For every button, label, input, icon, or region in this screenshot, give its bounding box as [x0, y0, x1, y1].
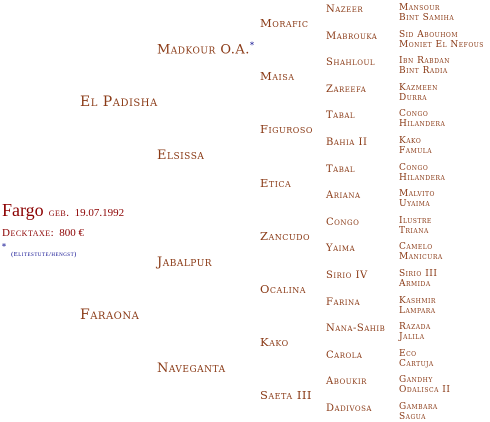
gen5-dam-name: Hilandera — [399, 173, 446, 183]
gen5-sire-name: Sirio III — [399, 269, 438, 279]
gen3-horse-name: Saeta III — [260, 388, 312, 402]
gen5-dam-name: Jalila — [399, 332, 425, 342]
gen4-horse-name: Shahloul — [326, 57, 376, 68]
fee-value: 800 € — [59, 227, 85, 239]
gen2-horse-name: Elsissa — [157, 148, 205, 163]
gen4-horse-name: Yaima — [326, 243, 356, 254]
gen3-horse-name: Maisa — [260, 69, 295, 83]
gen5-dam-name: Bint Samiha — [399, 13, 455, 23]
gen4-horse-name: Ariana — [326, 190, 361, 201]
gen4-horse-name: Bahia II — [326, 137, 368, 148]
gen5-sire-name: Malvito — [399, 189, 435, 199]
subject-title-line: Fargo geb. 19.07.1992 — [2, 200, 124, 221]
elite-note-text: (Elitestute/hengst) — [11, 251, 77, 258]
gen5-sire-name: Mansour — [399, 3, 440, 13]
gen5-sire-name: Gambara — [399, 402, 438, 412]
gen5-sire-name: Ilustre — [399, 216, 432, 226]
gen4-horse-name: Tabal — [326, 164, 356, 175]
gen5-sire-name: Congo — [399, 163, 429, 173]
gen5-dam-name: Cartuja — [399, 359, 434, 369]
gen5-sire-name: Camelo — [399, 242, 433, 252]
gen5-dam-name: Bint Radia — [399, 66, 448, 76]
gen5-sire-name: Sid Abouhom — [399, 30, 458, 40]
gen5-sire-name: Kashmir — [399, 296, 436, 306]
fee-line: Decktaxe: 800 € — [2, 221, 124, 240]
gen5-dam-name: Lampara — [399, 306, 436, 316]
gen2-horse-name: Naveganta — [157, 361, 226, 376]
gen4-horse-name: Carola — [326, 350, 363, 361]
gen1-horse-name: Faraona — [80, 307, 140, 323]
gen2-horse-name: Jabalpur — [157, 255, 213, 270]
gen5-dam-name: Famula — [399, 146, 433, 156]
gen5-dam-name: Moniet El Nefous — [399, 40, 484, 50]
gen1-horse-name: El Padisha — [80, 94, 158, 110]
gen5-sire-name: Razada — [399, 322, 431, 332]
elite-note-star: * — [2, 242, 6, 252]
gen4-horse-name: Mabrouka — [326, 31, 378, 42]
gen4-horse-name: Congo — [326, 217, 360, 228]
gen5-dam-name: Manicura — [399, 252, 443, 262]
gen5-sire-name: Gandhy — [399, 375, 433, 385]
gen4-horse-name: Tabal — [326, 110, 356, 121]
fee-label: Decktaxe: — [2, 227, 55, 239]
gen4-horse-name: Zareefa — [326, 84, 367, 95]
horse-name: Fargo — [2, 200, 44, 220]
elite-marker: * — [249, 41, 255, 50]
elite-note: * (Elitestute/hengst) — [2, 241, 124, 260]
gen5-sire-name: Kazmeen — [399, 83, 438, 93]
gen5-dam-name: Armida — [399, 279, 431, 289]
gen5-dam-name: Durra — [399, 93, 428, 103]
gen3-horse-name: Morafic — [260, 16, 309, 30]
gen5-dam-name: Sagua — [399, 412, 426, 422]
gen2-horse-name-text: Madkour O.A. — [157, 42, 250, 58]
gen5-dam-name: Triana — [399, 226, 429, 236]
gen4-horse-name: Aboukir — [326, 376, 367, 387]
gen3-horse-name: Etica — [260, 176, 292, 190]
gen4-horse-name: Nana-Sahib — [326, 323, 386, 334]
birth-prefix: geb. — [48, 207, 70, 219]
gen5-sire-name: Kako — [399, 136, 422, 146]
gen5-sire-name: Congo — [399, 109, 429, 119]
gen5-dam-name: Odalisca II — [399, 385, 451, 395]
subject-block: Fargo geb. 19.07.1992 Decktaxe: 800 € * … — [2, 200, 124, 260]
gen5-sire-name: Ibn Rabdan — [399, 56, 450, 66]
gen5-sire-name: Eco — [399, 349, 417, 359]
gen5-dam-name: Hilandera — [399, 119, 446, 129]
gen2-horse-name: Madkour O.A.* — [157, 41, 254, 57]
gen3-horse-name: Zancudo — [260, 229, 311, 243]
gen5-dam-name: Uyaima — [399, 199, 431, 209]
gen4-horse-name: Sirio IV — [326, 270, 368, 281]
gen4-horse-name: Farina — [326, 297, 361, 308]
gen4-horse-name: Dadivosa — [326, 403, 372, 414]
gen4-horse-name: Nazeer — [326, 4, 364, 15]
birth-date: 19.07.1992 — [74, 207, 125, 219]
gen3-horse-name: Ocalina — [260, 282, 307, 296]
gen3-horse-name: Figuroso — [260, 122, 313, 136]
gen3-horse-name: Kako — [260, 335, 289, 349]
